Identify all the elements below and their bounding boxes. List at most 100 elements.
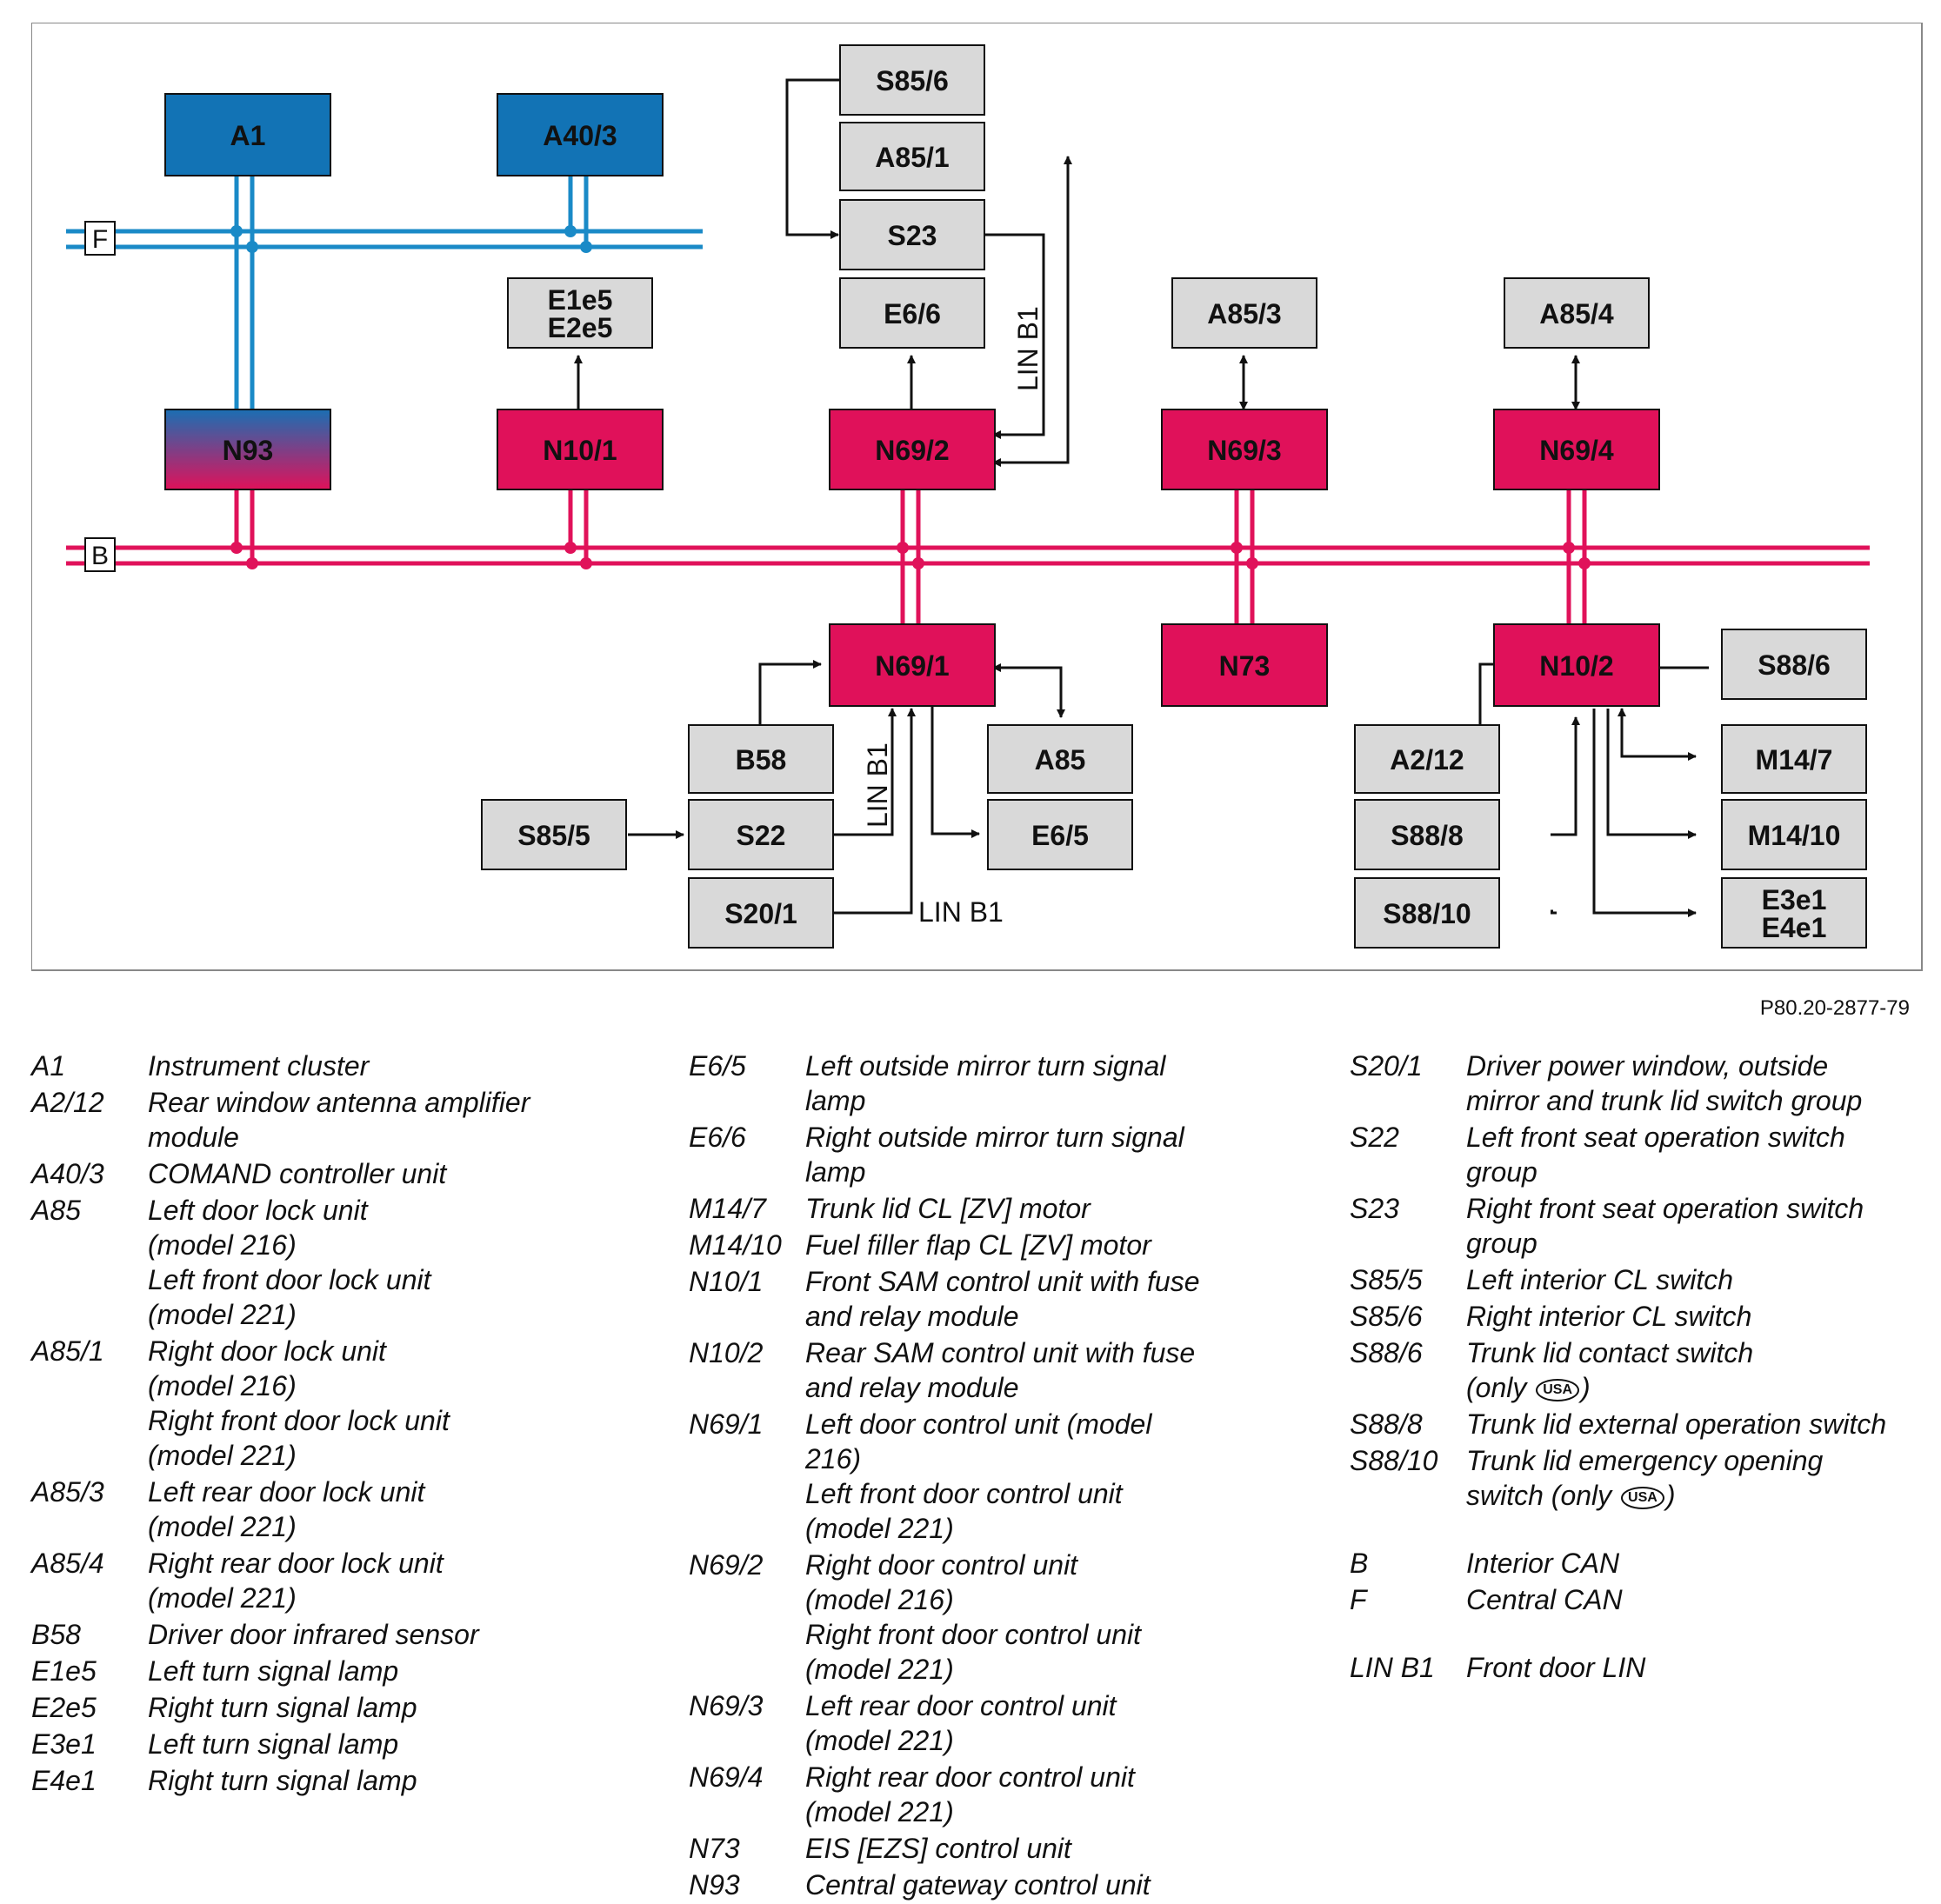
lin-label-right: LIN B1 — [1012, 306, 1044, 391]
central-can-bus — [66, 229, 703, 250]
legend-description: Right door control unit(model 216)Right … — [805, 1549, 1141, 1685]
legend-code: E3e1 — [31, 1728, 97, 1760]
legend-code: S88/8 — [1350, 1408, 1423, 1440]
component-s20-1: S20/1 — [688, 877, 834, 949]
module-n10-1: N10/1 — [497, 409, 664, 490]
legend-description: Right door lock unit(model 216)Right fro… — [148, 1335, 450, 1471]
svg-text:M14/7: M14/7 — [1756, 744, 1833, 776]
legend-gap — [1350, 1619, 1924, 1650]
legend-code: S23 — [1350, 1193, 1399, 1224]
svg-text:E6/5: E6/5 — [1031, 820, 1089, 851]
legend-code: E4e1 — [31, 1765, 97, 1796]
legend-description: Left interior CL switch — [1466, 1264, 1734, 1295]
module-a1: A1 — [164, 93, 331, 176]
legend-description: Driver door infrared sensor — [148, 1619, 479, 1650]
legend-item: N69/2 Right door control unit(model 216)R… — [689, 1548, 1332, 1687]
svg-text:S85/5: S85/5 — [517, 820, 590, 851]
legend-description: Left rear door lock unit(model 221) — [148, 1476, 425, 1542]
legend-description: Central CAN — [1466, 1584, 1623, 1615]
svg-text:S88/8: S88/8 — [1391, 820, 1464, 851]
module-a40-3: A40/3 — [497, 93, 664, 176]
central-can-nodes — [230, 225, 592, 253]
legend-code: S85/5 — [1350, 1264, 1423, 1295]
central-can-drops — [234, 176, 589, 409]
svg-text:S20/1: S20/1 — [724, 898, 797, 929]
svg-text:E2e5: E2e5 — [548, 312, 613, 343]
svg-text:N69/1: N69/1 — [875, 650, 949, 682]
component-s85-5: S85/5 — [481, 799, 627, 870]
legend-code: E2e5 — [31, 1692, 97, 1723]
component-s22: S22 — [688, 799, 834, 870]
component-a85-1: A85/1 — [839, 122, 985, 191]
legend-description: Right rear door lock unit(model 221) — [148, 1548, 444, 1614]
svg-text:N10/1: N10/1 — [543, 435, 617, 466]
bus-f-label: F — [92, 225, 108, 254]
svg-text:S88/6: S88/6 — [1758, 649, 1831, 681]
svg-text:E3e1: E3e1 — [1762, 884, 1827, 915]
legend-description: Trunk lid external operation switch — [1466, 1408, 1887, 1440]
svg-text:N93: N93 — [223, 435, 274, 466]
legend-description: Central gateway control unit — [805, 1869, 1151, 1901]
signal-connections — [574, 78, 1709, 917]
component-s88-10: S88/10 — [1354, 877, 1500, 949]
svg-text:A1: A1 — [230, 120, 266, 151]
legend-code: S20/1 — [1350, 1050, 1423, 1082]
bus-b-label: B — [91, 542, 109, 570]
legend-code: F — [1350, 1584, 1367, 1615]
legend-code: N69/3 — [689, 1690, 764, 1721]
legend-code: M14/10 — [689, 1229, 782, 1261]
svg-text:N69/4: N69/4 — [1539, 435, 1614, 466]
svg-text:S88/10: S88/10 — [1383, 898, 1471, 929]
component-a85-4: A85/4 — [1504, 277, 1650, 349]
lin-label-left: LIN B1 — [862, 742, 893, 828]
legend-item: S85/6 Right interior CL switch — [1350, 1299, 1924, 1334]
svg-text:E1e5: E1e5 — [548, 284, 613, 316]
legend-description: Fuel filler flap CL [ZV] motor — [805, 1229, 1151, 1261]
legend-code: N69/2 — [689, 1549, 764, 1581]
legend-code: N69/4 — [689, 1761, 764, 1793]
component-a2-12: A2/12 — [1354, 724, 1500, 794]
usa-icon: USA — [1536, 1378, 1580, 1401]
module-n69-3: N69/3 — [1161, 409, 1328, 490]
component-s23: S23 — [839, 199, 985, 270]
svg-text:A85/1: A85/1 — [875, 142, 949, 173]
component-s88-6: S88/6 — [1721, 629, 1867, 700]
legend-code: A40/3 — [31, 1158, 104, 1189]
svg-text:S23: S23 — [888, 220, 937, 251]
legend-code: A85/1 — [31, 1335, 104, 1367]
legend-description: Left door lock unit(model 216)Left front… — [148, 1195, 431, 1330]
legend-description: Left turn signal lamp — [148, 1655, 399, 1687]
legend-description: Right interior CL switch — [1466, 1301, 1752, 1332]
component-b58: B58 — [688, 724, 834, 794]
legend-code: A2/12 — [31, 1087, 104, 1118]
legend-code: N73 — [689, 1833, 740, 1864]
legend-code: S85/6 — [1350, 1301, 1423, 1332]
legend-code: B — [1350, 1548, 1369, 1579]
legend-code: E6/5 — [689, 1050, 746, 1082]
legend-code: N93 — [689, 1869, 740, 1901]
svg-text:A2/12: A2/12 — [1390, 744, 1464, 776]
legend-item: M14/10 Fuel filler flap CL [ZV] motor — [689, 1228, 1332, 1262]
legend-code: N69/1 — [689, 1408, 764, 1440]
legend-item: F Central CAN — [1350, 1582, 1924, 1617]
legend-item: A85/1 Right door lock unit(model 216)Righ… — [31, 1334, 657, 1473]
svg-text:S85/6: S85/6 — [876, 65, 949, 97]
